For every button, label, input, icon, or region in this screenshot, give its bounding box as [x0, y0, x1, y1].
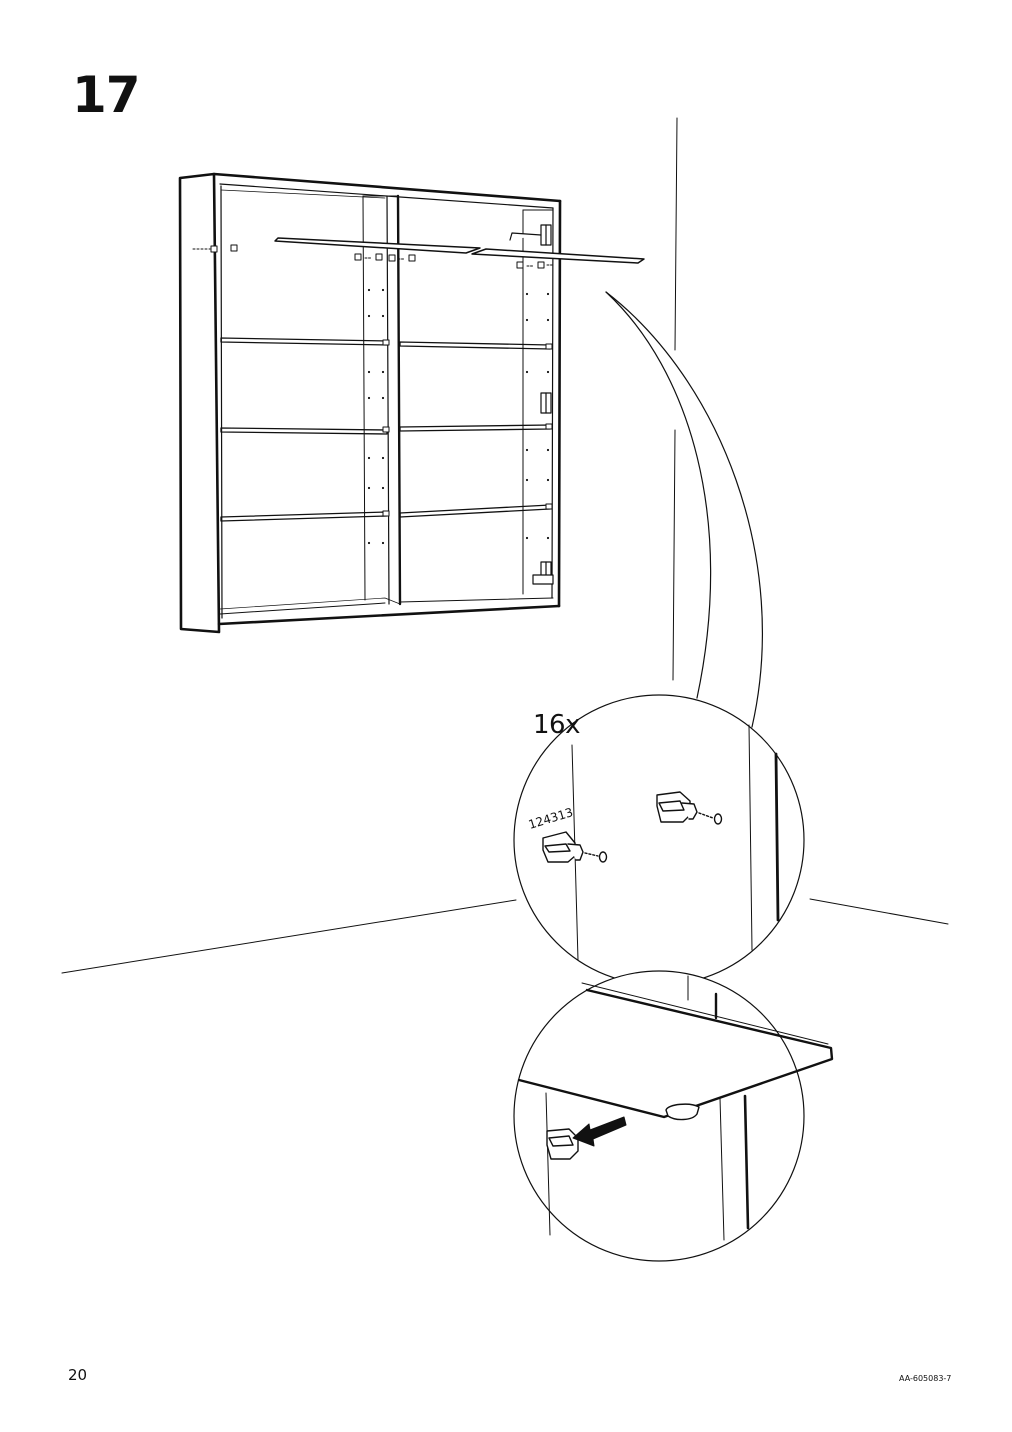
shelf-support-pin-icon: [546, 1128, 579, 1160]
detail-circle-top: [513, 694, 805, 986]
shelf-support-pin-icon: [542, 831, 608, 863]
detail-circle-bottom: [513, 970, 834, 1262]
page-number: 20: [68, 1366, 88, 1384]
quantity-label: 16x: [533, 710, 580, 740]
push-arrow-icon: [572, 1116, 627, 1147]
room-lines: [61, 117, 949, 974]
cabinet: [178, 172, 645, 634]
callout-lead: [605, 291, 763, 728]
shelf-support-pin-icon: [656, 791, 723, 825]
hinge-icon: [509, 224, 554, 585]
document-code: AA-605083-7: [899, 1374, 952, 1383]
step-number: 17: [72, 66, 141, 124]
